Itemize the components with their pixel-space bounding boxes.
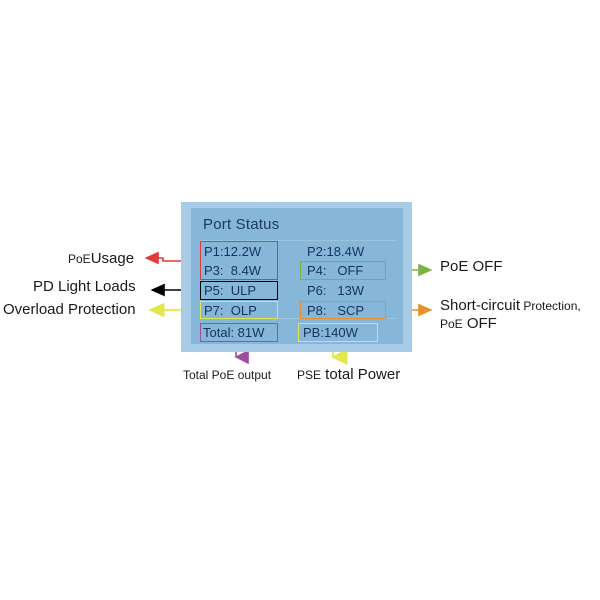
port-status-p5: P5: ULP (204, 283, 257, 298)
highlight-box-short-circuit (300, 301, 386, 319)
label-poe-off: PoE OFF (440, 258, 503, 275)
label-pse-total-power: PSE total Power (297, 366, 400, 384)
label-poe-usage-prefix: PoE (68, 252, 91, 266)
divider-bottom (200, 318, 396, 319)
label-poe-usage: PoEUsage (68, 250, 134, 267)
port-status-p4: P4: OFF (307, 263, 364, 278)
port-status-p1: P1:12.2W (204, 244, 262, 259)
label-overload-protection: Overload Protection (3, 301, 136, 318)
label-pse-prefix: PSE (297, 368, 322, 382)
label-short-circuit-poe: PoE (440, 317, 463, 331)
label-short-circuit-protection: Protection, (520, 299, 581, 313)
total-poe-value: Total: 81W (203, 325, 265, 340)
label-pse-main: total Power (321, 366, 401, 383)
device-panel-screen (191, 208, 403, 344)
label-short-circuit-main: Short-circuit (440, 297, 521, 314)
page-title: Port Status (203, 216, 280, 233)
port-status-p2: P2:18.4W (307, 244, 365, 259)
label-short-circuit-off: OFF (462, 315, 497, 332)
label-short-circuit: Short-circuit Protection, PoE OFF (440, 297, 581, 333)
highlight-box-pd-light-loads (200, 281, 278, 300)
port-status-p6: P6: 13W (307, 283, 365, 298)
highlight-box-overload-protection (200, 301, 278, 319)
port-status-p3: P3: 8.4W (204, 263, 262, 278)
highlight-box-poe-off (300, 261, 386, 280)
label-poe-usage-word: Usage (90, 250, 135, 267)
highlight-box-total-poe (200, 323, 278, 342)
port-status-p7: P7: OLP (204, 303, 257, 318)
highlight-box-pse-budget (298, 323, 378, 342)
label-total-poe-output: Total PoE output (183, 368, 272, 382)
divider-top (200, 240, 396, 241)
highlight-box-poe-usage (200, 241, 278, 280)
port-status-p8: P8: SCP (307, 303, 365, 318)
pse-budget-value: PB:140W (303, 325, 358, 340)
label-pd-light-loads: PD Light Loads (33, 278, 136, 295)
